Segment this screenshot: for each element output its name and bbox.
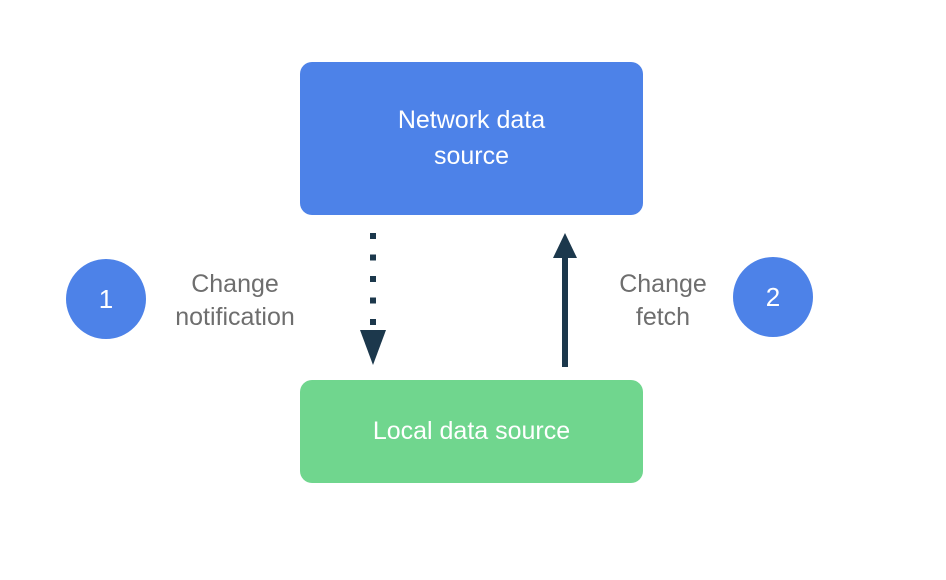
change-notification-arrow-icon bbox=[360, 233, 386, 365]
network-data-source-node: Network data source bbox=[300, 62, 643, 215]
step-2-number: 2 bbox=[765, 281, 781, 312]
step-1-label: Change notification bbox=[175, 270, 295, 331]
step-1-badge: 1 bbox=[66, 259, 146, 339]
dotted-arrow-head bbox=[360, 330, 386, 365]
local-data-source-label: Local data source bbox=[372, 416, 571, 445]
change-fetch-arrow-icon bbox=[553, 233, 577, 367]
step-2-badge: 2 bbox=[733, 257, 813, 337]
step-2-label: Change fetch bbox=[619, 270, 707, 331]
solid-arrow-shaft bbox=[562, 256, 568, 367]
solid-arrow-head bbox=[553, 233, 577, 258]
step-1-number: 1 bbox=[98, 283, 114, 314]
network-data-source-label: Network data source bbox=[397, 106, 546, 170]
local-data-source-node: Local data source bbox=[300, 380, 643, 483]
